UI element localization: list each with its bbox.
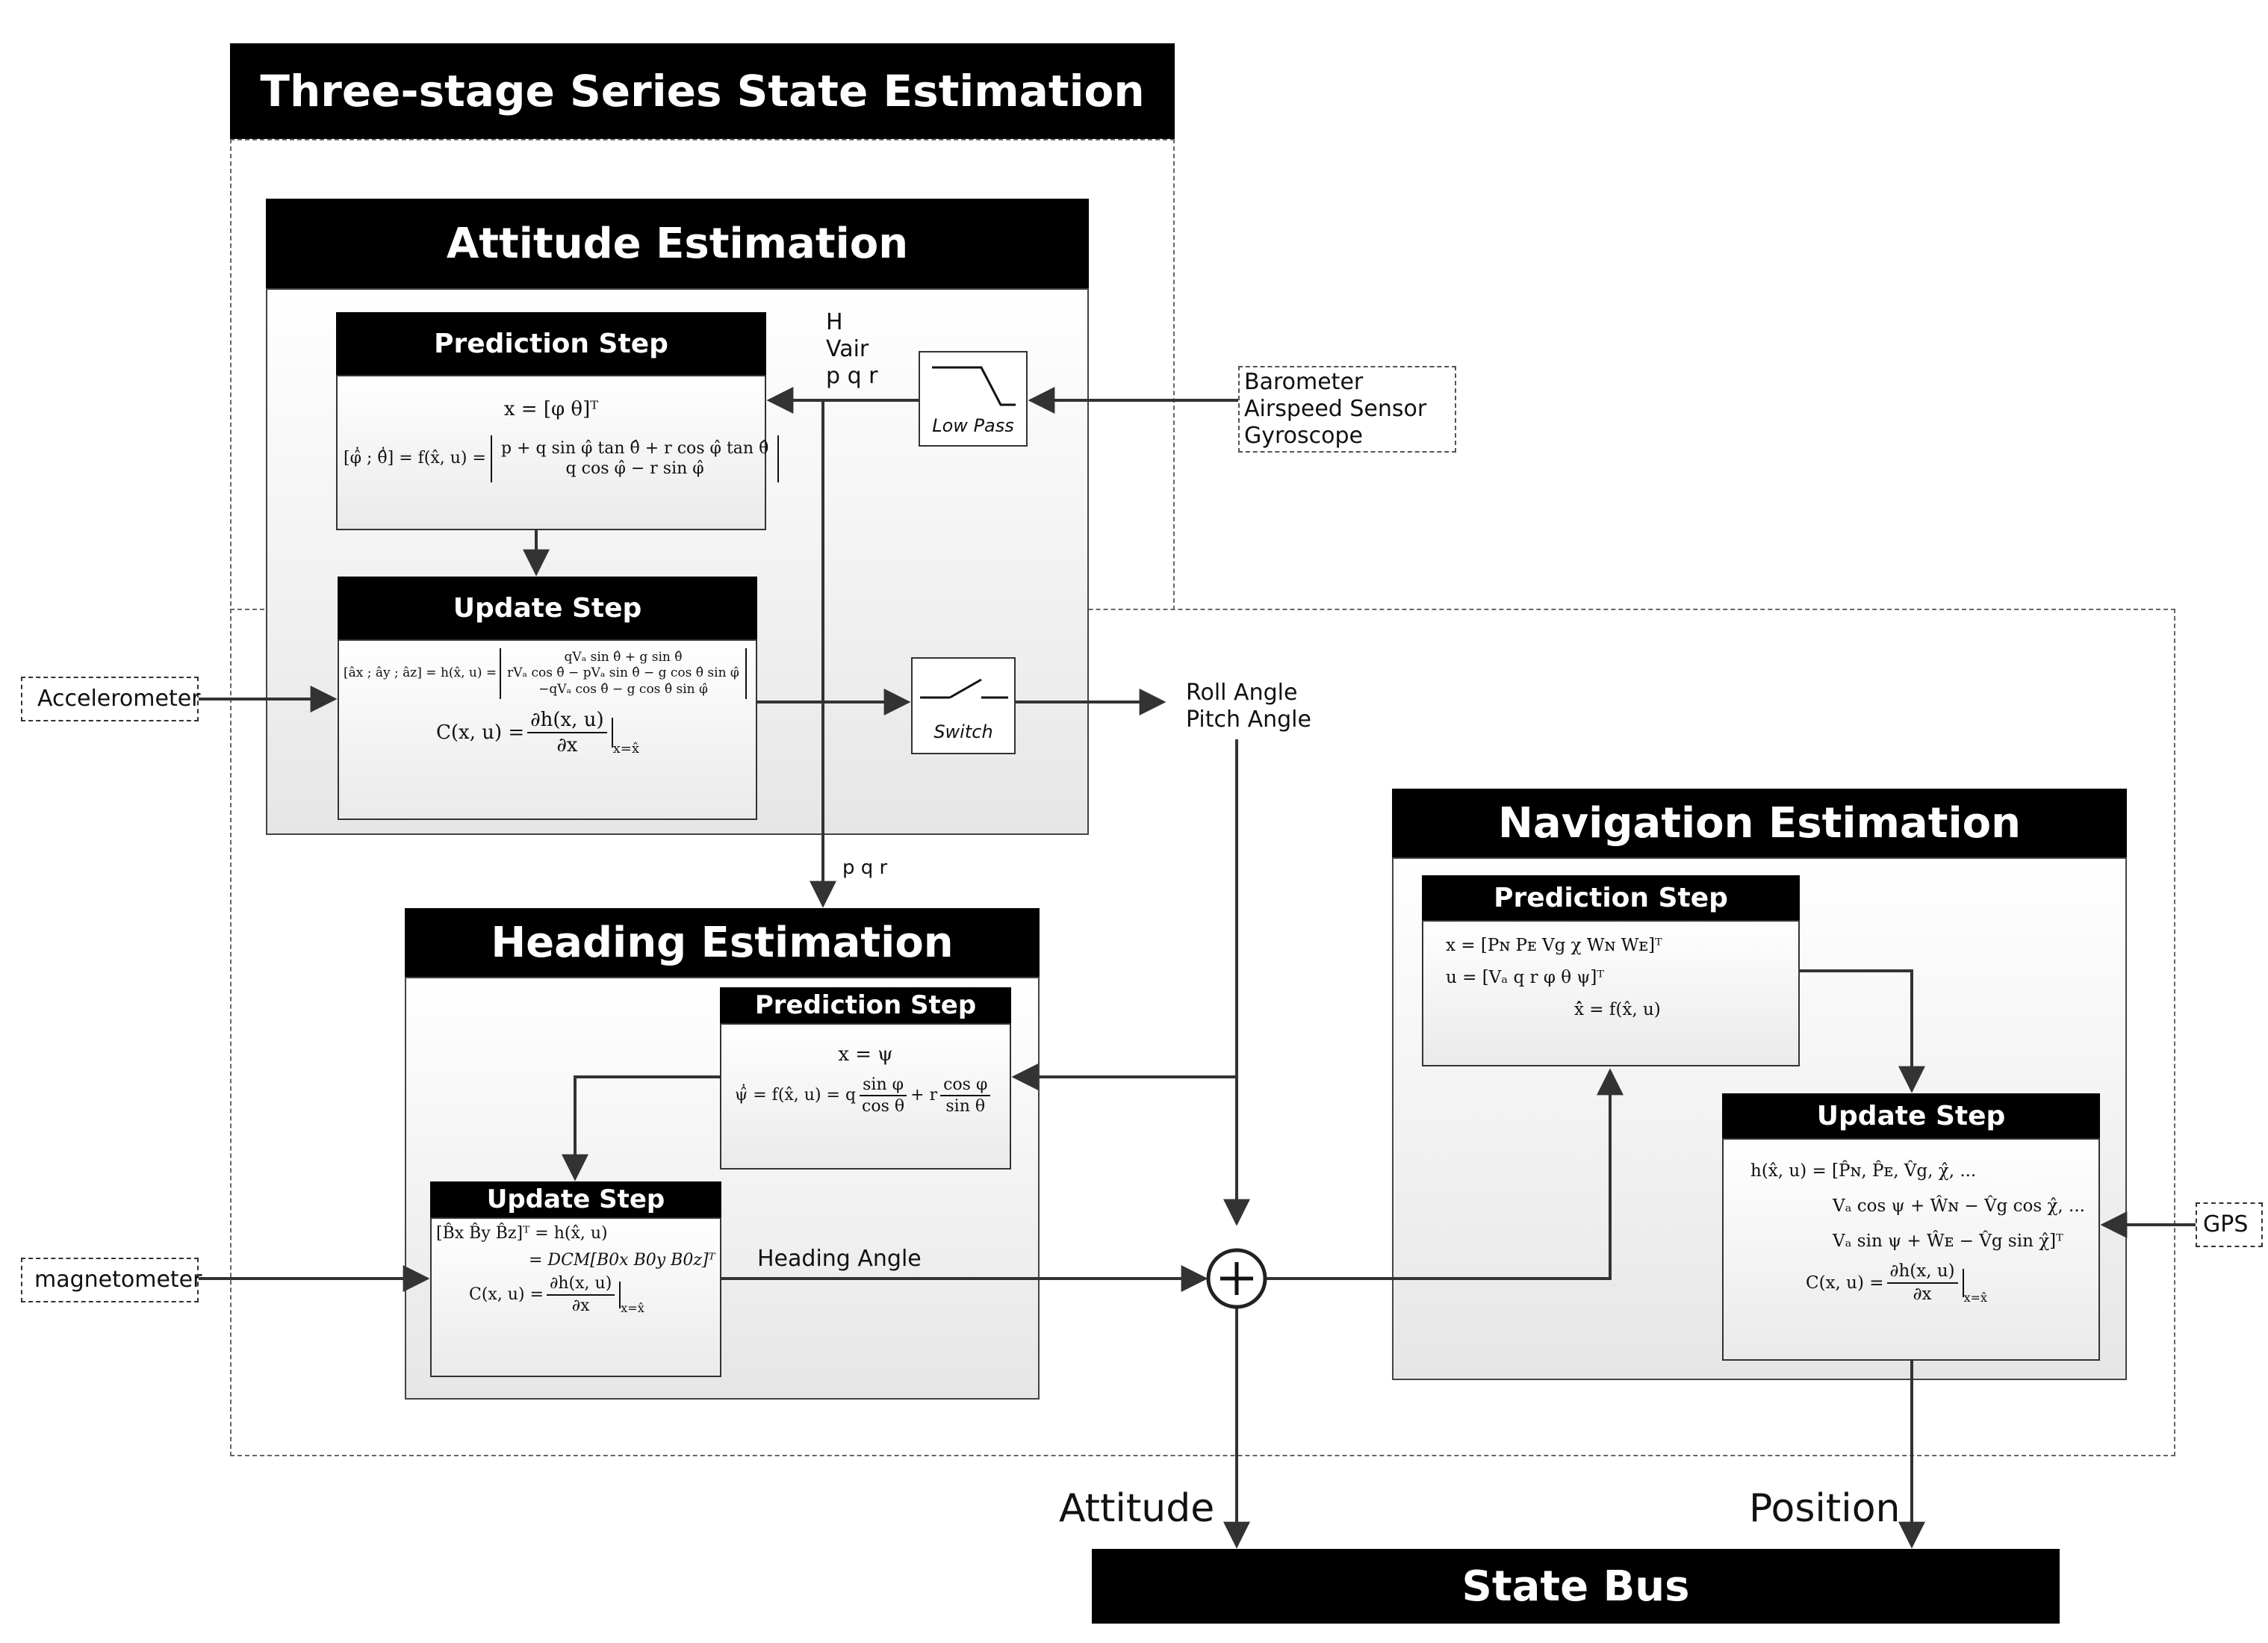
heading-estimation-title: Heading Estimation [405, 908, 1040, 977]
signal-label-roll-pitch: Roll Angle Pitch Angle [1186, 680, 1311, 733]
heading-update-step: [B̂x B̂y B̂z]ᵀ = h(x̂, u) = DCM[B0x B0y … [430, 1217, 721, 1377]
heading-jacobian-lhs: C(x, u) = [469, 1285, 544, 1304]
attitude-update-step: [âx ; ây ; âz] = h(x̂, u) = qVₐ sin θ̂ +… [338, 639, 757, 820]
navigation-jacobian-equation: C(x, u) = ∂h(x, u)∂x x=x̂ [1806, 1261, 2098, 1305]
attitude-measurement-equation: [âx ; ây ; âz] = h(x̂, u) = qVₐ sin θ̂ +… [344, 648, 756, 699]
heading-jacobian-equation: C(x, u) = ∂h(x, u)∂x x=x̂ [469, 1273, 720, 1316]
accelerometer-input-box: Accelerometer [21, 677, 201, 721]
navigation-jacobian-lhs: C(x, u) = [1806, 1273, 1884, 1293]
attitude-dynamics-equation: [φ̂̇ ; θ̂̇] = f(x̂, u) = p + q sin φ̂ ta… [344, 435, 780, 482]
switch-block: Switch [911, 657, 1016, 754]
navigation-measurement-line3: Vₐ sin ψ + Ŵᴇ − V̂g sin χ̂]ᵀ [1833, 1231, 2063, 1251]
navigation-estimation-title: Navigation Estimation [1392, 789, 2127, 857]
heading-frac2-num: cos φ [940, 1075, 991, 1096]
low-pass-label: Low Pass [932, 415, 1014, 436]
attitude-jacobian-num: ∂h(x, u) [527, 708, 607, 734]
heading-frac1-num: sin φ [860, 1075, 907, 1096]
attitude-prediction-title: Prediction Step [336, 312, 766, 375]
heading-state-equation: x = ψ [838, 1043, 893, 1066]
signal-label-heading-angle: Heading Angle [757, 1246, 922, 1272]
navigation-jacobian-num: ∂h(x, u) [1886, 1261, 1958, 1284]
attitude-jacobian-eval: x=x̂ [612, 741, 639, 757]
wire-heading-pred-to-update [562, 1075, 720, 1181]
heading-dynamics-plus: + r [910, 1086, 938, 1105]
attitude-measurement-lhs: [âx ; ây ; âz] = h(x̂, u) = [344, 665, 497, 681]
wire-nav-pred-to-update [1800, 969, 1925, 1093]
attitude-dynamics-lhs: [φ̂̇ ; θ̂̇] = f(x̂, u) = [344, 449, 486, 468]
navigation-prediction-title: Prediction Step [1422, 875, 1800, 920]
navigation-jacobian-den: ∂x [1913, 1285, 1932, 1304]
attitude-measurement-row1: qVₐ sin θ̂ + g sin θ̂ [564, 650, 683, 665]
attitude-jacobian-equation: C(x, u) = ∂h(x, u)∂x x=x̂ [436, 708, 756, 758]
attitude-update-title: Update Step [338, 577, 757, 639]
wire-sum-to-nav-pred [1267, 1068, 1624, 1280]
switch-label: Switch [933, 721, 993, 742]
attitude-dynamics-row1: p + q sin φ̂ tan θ̂ + r cos φ̂ tan θ̂ [500, 438, 769, 458]
heading-jacobian-num: ∂h(x, u) [547, 1273, 615, 1296]
heading-update-title: Update Step [430, 1181, 721, 1217]
navigation-update-title: Update Step [1722, 1093, 2100, 1138]
attitude-measurement-row3: −qVₐ cos θ̂ − g cos θ̂ sin φ̂ [538, 681, 708, 697]
navigation-measurement-line2: Vₐ cos ψ + Ŵɴ − V̂g cos χ̂, ... [1833, 1196, 2085, 1216]
navigation-update-step: h(x̂, u) = [P̂ɴ, P̂ᴇ, V̂g, χ̂, ... Vₐ co… [1722, 1138, 2100, 1361]
heading-dynamics-lhs: ψ̂̇ = f(x̂, u) = q [735, 1086, 857, 1105]
magnetometer-input-box: magnetometer [21, 1258, 202, 1302]
heading-measurement-line2: = DCM[B0x B0y B0z]ᵀ [529, 1250, 715, 1270]
signal-label-position: Position [1749, 1486, 1901, 1531]
heading-frac2-den: sin θ [945, 1097, 986, 1116]
navigation-prediction-step: x = [Pɴ Pᴇ Vg χ Wɴ Wᴇ]ᵀ u = [Vₐ q r φ θ … [1422, 920, 1800, 1066]
signal-label-attitude: Attitude [1059, 1486, 1215, 1531]
navigation-state-equation: x = [Pɴ Pᴇ Vg χ Wɴ Wᴇ]ᵀ [1446, 936, 1662, 955]
switch-icon [920, 678, 1008, 699]
attitude-measurement-row2: rVₐ cos θ̂ − pVₐ sin θ̂ − g cos θ̂ sin φ… [507, 665, 739, 681]
navigation-input-equation: u = [Vₐ q r φ θ ψ]ᵀ [1446, 967, 1605, 987]
navigation-jacobian-eval: x=x̂ [1963, 1290, 1988, 1305]
gps-input-box: GPS [2196, 1202, 2263, 1247]
low-pass-filter-block: Low Pass [919, 351, 1028, 447]
attitude-jacobian-lhs: C(x, u) = [436, 721, 525, 744]
attitude-estimation-title: Attitude Estimation [266, 199, 1089, 288]
navigation-measurement-line1: h(x̂, u) = [P̂ɴ, P̂ᴇ, V̂g, χ̂, ... [1750, 1161, 1977, 1181]
estimator-boundary-step [1173, 139, 1175, 610]
heading-frac1-den: cos θ [862, 1097, 905, 1116]
heading-prediction-title: Prediction Step [720, 987, 1011, 1023]
heading-jacobian-den: ∂x [571, 1296, 590, 1315]
attitude-jacobian-den: ∂x [556, 734, 578, 757]
attitude-prediction-step: x = [φ θ]ᵀ [φ̂̇ ; θ̂̇] = f(x̂, u) = p + … [336, 375, 780, 530]
attitude-state-equation: x = [φ θ]ᵀ [503, 398, 599, 420]
main-title: Three-stage Series State Estimation [230, 43, 1175, 139]
attitude-dynamics-row2: q cos φ̂ − r sin φ̂ [565, 459, 704, 478]
signal-label-h-vair-pqr: H Vair p q r [826, 309, 878, 389]
summing-junction [1206, 1248, 1267, 1309]
signal-label-pqr: p q r [842, 857, 888, 879]
state-bus: State Bus [1092, 1549, 2060, 1624]
heading-jacobian-eval: x=x̂ [621, 1301, 644, 1315]
navigation-dynamics-equation: x̂̇ = f(x̂, u) [1574, 999, 1661, 1019]
heading-measurement-line1: [B̂x B̂y B̂z]ᵀ = h(x̂, u) [436, 1224, 608, 1243]
low-pass-icon [932, 366, 1016, 406]
estimator-boundary-upper [230, 139, 1175, 1456]
sensors-input-box: Barometer Airspeed Sensor Gyroscope [1238, 366, 1456, 453]
estimator-boundary-lower [230, 609, 2175, 1456]
